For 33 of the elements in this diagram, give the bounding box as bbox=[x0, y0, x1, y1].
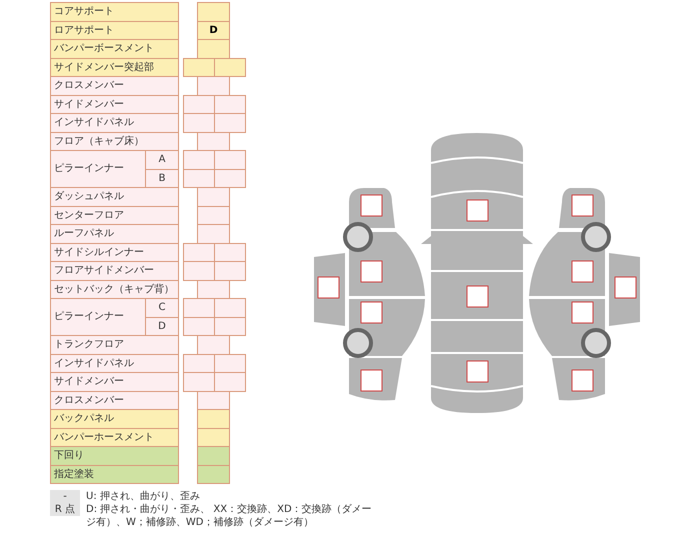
part-name-cell: 指定塗装 bbox=[50, 464, 179, 484]
position-label-cell: D bbox=[145, 316, 179, 336]
damage-code-cell: D bbox=[197, 20, 230, 40]
part-name-cell: サイドメンバー bbox=[50, 94, 179, 114]
part-name-cell: ルーフパネル bbox=[50, 224, 179, 244]
part-name-cell: トランクフロア bbox=[50, 335, 179, 354]
part-name-cell: セットバック（キャブ背） bbox=[50, 280, 179, 299]
part-name-cell: ロアサポート bbox=[50, 20, 179, 40]
part-name-cell: センターフロア bbox=[50, 206, 179, 225]
legend-note: D: 押され・曲がり・歪み、 XX：交換跡、XD：交換跡（ダメージ有）、W；補修跡、WD；補修跡（ダメージ有） bbox=[86, 503, 373, 529]
legend-note: U: 押され、曲がり、歪み bbox=[86, 490, 201, 503]
part-name-cell: バンパーボースメント bbox=[50, 39, 179, 58]
part-name-cell: インサイドパネル bbox=[50, 113, 179, 132]
part-name-cell: クロスメンバー bbox=[50, 76, 179, 96]
position-label-cell: C bbox=[145, 298, 179, 318]
part-name-cell: フロアサイドメンバー bbox=[50, 261, 179, 280]
part-name-cell: コアサポート bbox=[50, 2, 179, 22]
part-name-cell: 下回り bbox=[50, 446, 179, 466]
part-name-cell: ピラーインナー bbox=[50, 298, 146, 336]
legend-key: - bbox=[50, 490, 80, 503]
part-name-cell: クロスメンバー bbox=[50, 390, 179, 410]
part-name-cell: インサイドパネル bbox=[50, 354, 179, 373]
part-name-cell: ダッシュパネル bbox=[50, 187, 179, 206]
position-label-cell: B bbox=[145, 168, 179, 188]
part-name-cell: サイドシルインナー bbox=[50, 242, 179, 262]
part-name-cell: ピラーインナー bbox=[50, 150, 146, 188]
part-name-cell: バンパーホースメント bbox=[50, 428, 179, 447]
part-name-cell: フロア（キャブ床） bbox=[50, 132, 179, 151]
part-name-cell: サイドメンバー突起部 bbox=[50, 58, 179, 77]
part-name-cell: サイドメンバー bbox=[50, 372, 179, 392]
legend-key: R 点 bbox=[50, 503, 80, 516]
position-label-cell: A bbox=[145, 150, 179, 170]
part-name-cell: バックパネル bbox=[50, 409, 179, 428]
